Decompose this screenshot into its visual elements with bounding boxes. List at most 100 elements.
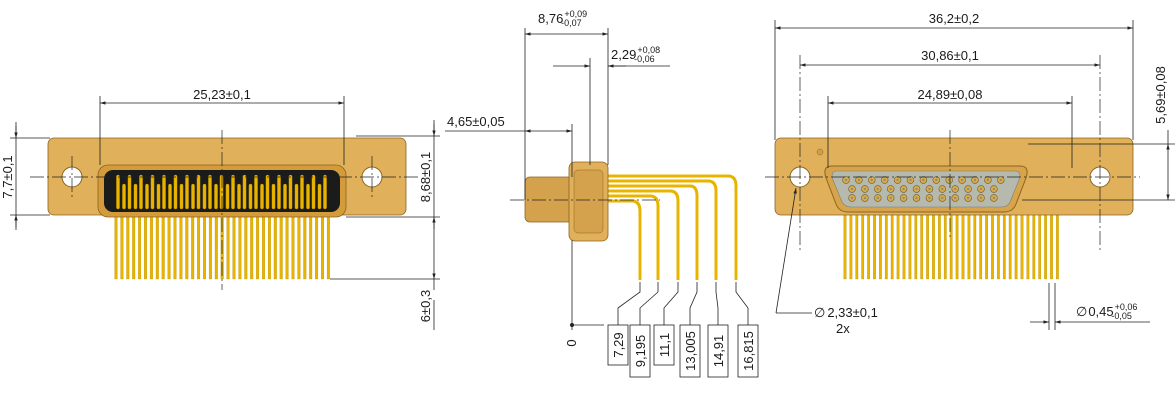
- rear-pin: [985, 211, 988, 280]
- front-pin-head: [254, 174, 258, 210]
- rear-contact-core: [909, 178, 912, 182]
- rear-pin: [1008, 211, 1012, 280]
- front-pin-head: [277, 174, 281, 210]
- front-pin-head: [127, 174, 132, 210]
- front-pin-head: [185, 174, 189, 210]
- rear-marker-dot: [816, 148, 824, 156]
- rear-contact-core: [902, 196, 905, 200]
- front-pin-head: [116, 174, 120, 210]
- rear-view: 36,2±0,2 30,86±0,1 24,89±0,08 5,69±0,08 …: [765, 11, 1175, 336]
- rear-pin: [926, 211, 929, 280]
- rear-pin: [879, 211, 882, 280]
- side-flange-inner: [573, 169, 604, 234]
- front-pin-head: [300, 174, 304, 210]
- rear-pin: [908, 211, 912, 280]
- front-pin-head: [150, 174, 155, 210]
- pin-offset-box: 7,29: [607, 324, 629, 366]
- rear-pin: [1014, 211, 1018, 280]
- rear-contact-core: [979, 196, 983, 200]
- rear-contact-core: [941, 187, 944, 191]
- rear-contact-core: [973, 178, 977, 182]
- rear-pin: [884, 211, 888, 280]
- rear-pin: [991, 211, 994, 280]
- rear-pin: [902, 211, 906, 280]
- rear-pin: [914, 211, 918, 280]
- front-pin-head: [225, 183, 230, 210]
- rear-contact-core: [883, 178, 886, 182]
- rear-pin: [973, 211, 977, 280]
- rear-pin: [938, 211, 941, 280]
- front-pin-head: [173, 174, 178, 210]
- front-pin-head: [214, 183, 218, 210]
- pin-offset-value: 9,195: [633, 335, 648, 368]
- front-pin-head: [288, 174, 293, 210]
- front-pin-head: [145, 183, 149, 210]
- pin-offset-value: 7,29: [611, 332, 626, 357]
- rear-contact-core: [966, 196, 970, 200]
- rear-contact-core: [863, 196, 867, 200]
- rear-pin: [955, 211, 959, 280]
- front-left-height-dim: 7,7±0,1: [0, 155, 15, 198]
- rear-contact-core: [915, 196, 918, 200]
- rear-contact-core: [928, 187, 931, 191]
- rear-pin: [861, 211, 865, 280]
- side-plug: [524, 176, 574, 223]
- rear-pin: [967, 211, 971, 280]
- rear-contact-core: [966, 187, 970, 191]
- side-pin-paths: [608, 174, 738, 280]
- front-pin-head: [237, 183, 241, 210]
- rear-contact-core: [902, 187, 905, 191]
- front-pin-head: [311, 174, 316, 210]
- front-pin-head: [208, 174, 212, 210]
- front-pin-head: [122, 183, 126, 210]
- rear-contact-core: [863, 187, 867, 191]
- front-width-dim: 25,23±0,1: [193, 87, 251, 102]
- front-pin-head: [323, 174, 327, 210]
- rear-contact-core: [876, 187, 879, 191]
- front-pin-head: [248, 183, 253, 210]
- front-pin-head: [260, 183, 264, 210]
- rear-hole-dia-dim: ∅2,33±0,1: [814, 305, 878, 320]
- rear-contact-core: [935, 178, 938, 182]
- rear-contact-grid: [842, 176, 1005, 202]
- rear-pin: [1026, 211, 1030, 280]
- rear-contact-core: [850, 196, 854, 200]
- front-pin-head: [317, 183, 322, 210]
- front-pin-length-dim: 6±0,3: [418, 290, 433, 322]
- rear-pin-dia-dim: ∅0,45+0,06-0,05: [1076, 302, 1137, 321]
- side-flange-dim: 2,29+0,08-0,06: [611, 45, 660, 64]
- rear-pin: [867, 211, 870, 280]
- rear-overall-width-dim: 36,2±0,2: [929, 11, 980, 26]
- front-pin-head: [191, 183, 195, 210]
- rear-hole-spacing-dim: 30,86±0,1: [921, 48, 979, 63]
- front-pin-head: [202, 183, 207, 210]
- front-pin-head: [196, 174, 201, 210]
- rear-contact-core: [876, 196, 879, 200]
- rear-contact-core: [922, 178, 925, 182]
- pin-offset-box: 16,815: [737, 324, 759, 378]
- front-pin-head: [283, 183, 287, 210]
- front-view: 25,23±0,1 7,7±0,1 8,68±0,1 6±0,3: [0, 87, 440, 330]
- pin-offset-box: 13,005: [679, 324, 701, 378]
- rear-pin: [1038, 211, 1042, 280]
- rear-pin: [855, 211, 859, 280]
- pin-offset-value: 14,91: [711, 335, 726, 368]
- rear-contact-core: [941, 196, 944, 200]
- front-pin-head: [265, 174, 270, 210]
- rear-pin: [1002, 211, 1006, 280]
- rear-pin: [943, 211, 947, 280]
- rear-contact-core: [999, 178, 1002, 182]
- pin-offset-value: 13,005: [683, 331, 698, 371]
- front-pin-head: [139, 174, 143, 210]
- front-pin-head: [242, 174, 247, 210]
- rear-contact-core: [915, 187, 918, 191]
- front-pin-heads: [116, 174, 327, 210]
- rear-pin: [949, 211, 953, 280]
- front-right-height-dim: 8,68±0,1: [418, 152, 433, 203]
- rear-pin: [1050, 211, 1053, 280]
- rear-pin: [932, 211, 935, 280]
- pin-offset-box: 9,195: [629, 324, 651, 378]
- side-body-dim: 4,65±0,05: [447, 114, 505, 129]
